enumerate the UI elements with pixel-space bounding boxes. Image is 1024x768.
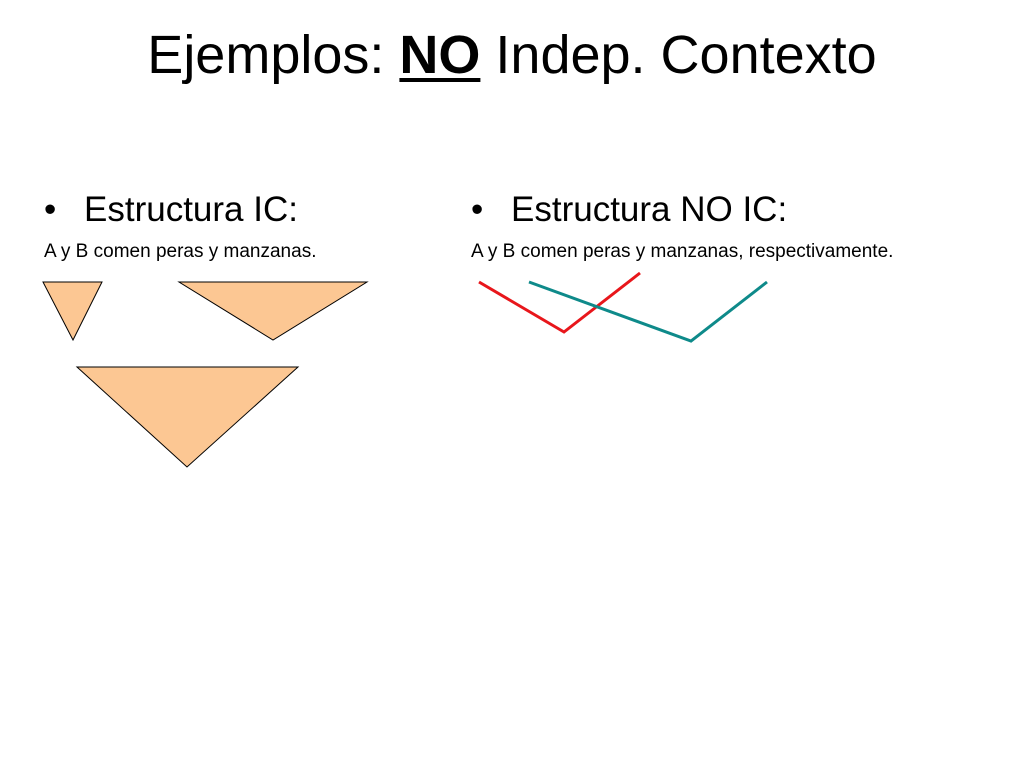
- left-heading: Estructura IC:: [84, 190, 298, 229]
- slide-title: Ejemplos: NO Indep. Contexto: [0, 22, 1024, 88]
- left-bullet: • Estructura IC:: [44, 186, 316, 234]
- small-triangle: [42, 281, 103, 342]
- title-emphasis: NO: [399, 25, 481, 85]
- left-column: • Estructura IC: A y B comen peras y manz…: [44, 186, 316, 264]
- large-triangle: [75, 366, 300, 468]
- right-sentence: A y B comen peras y manzanas, respectiva…: [471, 241, 894, 262]
- title-prefix: Ejemplos:: [147, 25, 400, 85]
- teal-crossing-line: [528, 280, 768, 343]
- bullet-dot: •: [44, 190, 57, 229]
- medium-triangle: [177, 281, 369, 341]
- right-bullet: • Estructura NO IC:: [471, 186, 893, 234]
- title-suffix: Indep. Contexto: [480, 25, 877, 85]
- right-column: • Estructura NO IC: A y B comen peras y m…: [471, 186, 893, 264]
- left-sentence: A y B comen peras y manzanas.: [44, 241, 317, 262]
- red-crossing-line: [478, 271, 641, 334]
- bullet-dot: •: [471, 190, 484, 229]
- right-heading: Estructura NO IC:: [511, 190, 788, 229]
